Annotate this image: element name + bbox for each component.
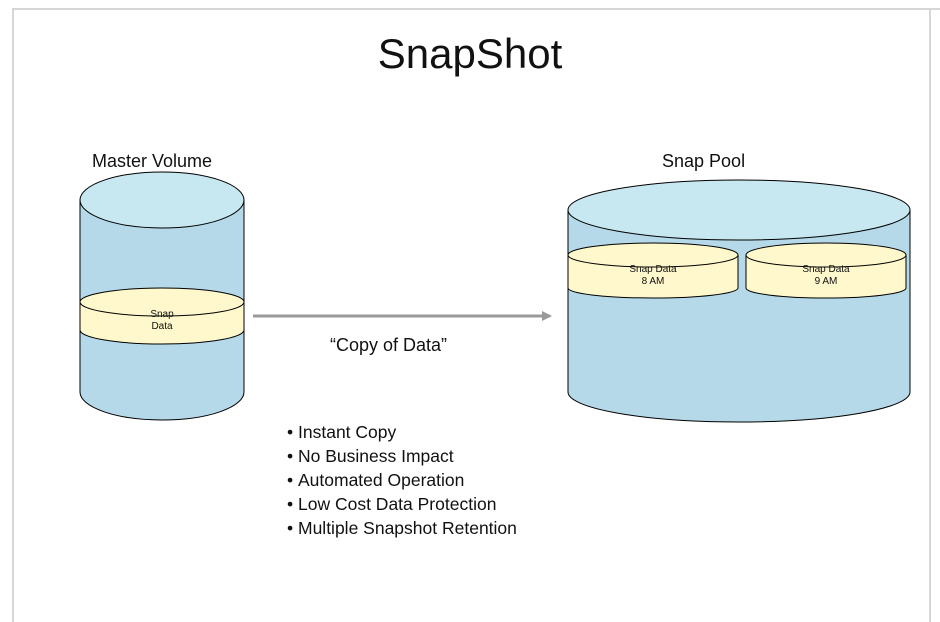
snap-pool-label: Snap Pool: [662, 151, 746, 171]
frame-right-border: [929, 8, 931, 622]
snap-slot-9am-line2: 9 AM: [815, 276, 838, 287]
snap-slot-8am-line2: 8 AM: [642, 276, 665, 287]
feature-item: Low Cost Data Protection: [287, 492, 517, 516]
snap-slot-9am-line1: Snap Data: [802, 264, 850, 275]
master-snap-label-line1: Snap: [150, 309, 174, 320]
master-volume-top: [79, 171, 245, 229]
master-volume-cylinder: Snap Data: [79, 171, 245, 421]
snap-slot-9am-top: [745, 242, 907, 268]
snap-pool-body: [567, 209, 911, 423]
feature-list: Instant Copy No Business Impact Automate…: [287, 420, 517, 540]
feature-item: No Business Impact: [287, 444, 517, 468]
slide-title: SnapShot: [377, 30, 563, 77]
master-snap-band-top: [79, 287, 245, 317]
frame-left-border: [12, 8, 14, 622]
snap-slot-8am-line1: Snap Data: [629, 264, 677, 275]
frame-top-border: [12, 8, 940, 10]
snap-slot-8am-top: [567, 242, 739, 268]
feature-item: Instant Copy: [287, 420, 517, 444]
arrow-label: “Copy of Data”: [330, 335, 448, 355]
master-volume-label: Master Volume: [92, 151, 213, 171]
feature-item: Multiple Snapshot Retention: [287, 516, 517, 540]
feature-item: Automated Operation: [287, 468, 517, 492]
master-snap-label-line2: Data: [151, 321, 173, 332]
snap-pool-cylinder: Snap Data 8 AM Snap Data 9 AM: [567, 179, 911, 423]
snap-pool-top: [567, 179, 911, 241]
